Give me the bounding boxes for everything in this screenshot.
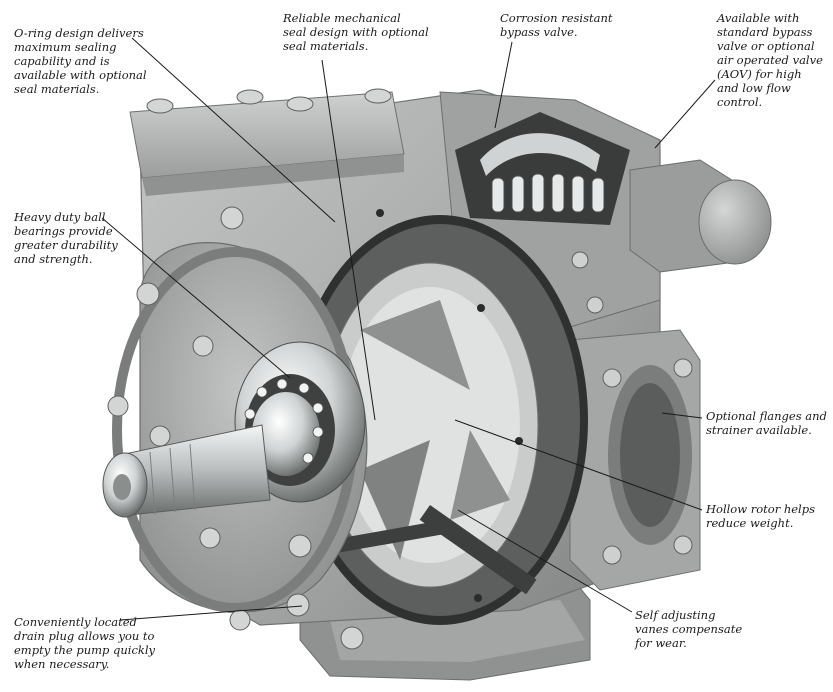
leader-bearings	[101, 217, 291, 379]
leader-oring	[131, 37, 336, 223]
ball-bearing-assembly	[234, 341, 366, 503]
callout-drain-plug: Conveniently located drain plug allows y…	[14, 615, 156, 671]
bypass-spring	[491, 173, 605, 213]
leader-flanges	[661, 412, 703, 419]
hollow-rotor	[321, 262, 539, 588]
callout-flanges: Optional flanges and strainer available.	[706, 409, 827, 437]
callout-bypass-valve: Corrosion resistant bypass valve.	[500, 11, 613, 39]
leader-drain	[119, 605, 303, 621]
leader-mechseal	[321, 59, 376, 421]
leader-bypass	[494, 41, 513, 129]
vanes	[330, 505, 537, 595]
leader-lines	[101, 37, 716, 621]
leader-rotor	[454, 419, 703, 511]
drive-shaft	[102, 424, 271, 518]
leader-aov	[654, 79, 716, 149]
leader-vanes	[457, 509, 633, 613]
callout-hollow-rotor: Hollow rotor helps reduce weight.	[706, 502, 816, 530]
callout-oring: O-ring design delivers maximum sealing c…	[14, 26, 147, 96]
callout-mechanical-seal: Reliable mechanical seal design with opt…	[283, 11, 429, 53]
callout-ball-bearings: Heavy duty ball bearings provide greater…	[14, 210, 118, 266]
callout-vanes: Self adjusting vanes compensate for wear…	[635, 608, 743, 650]
callout-aov: Available with standard bypass valve or …	[717, 11, 823, 109]
